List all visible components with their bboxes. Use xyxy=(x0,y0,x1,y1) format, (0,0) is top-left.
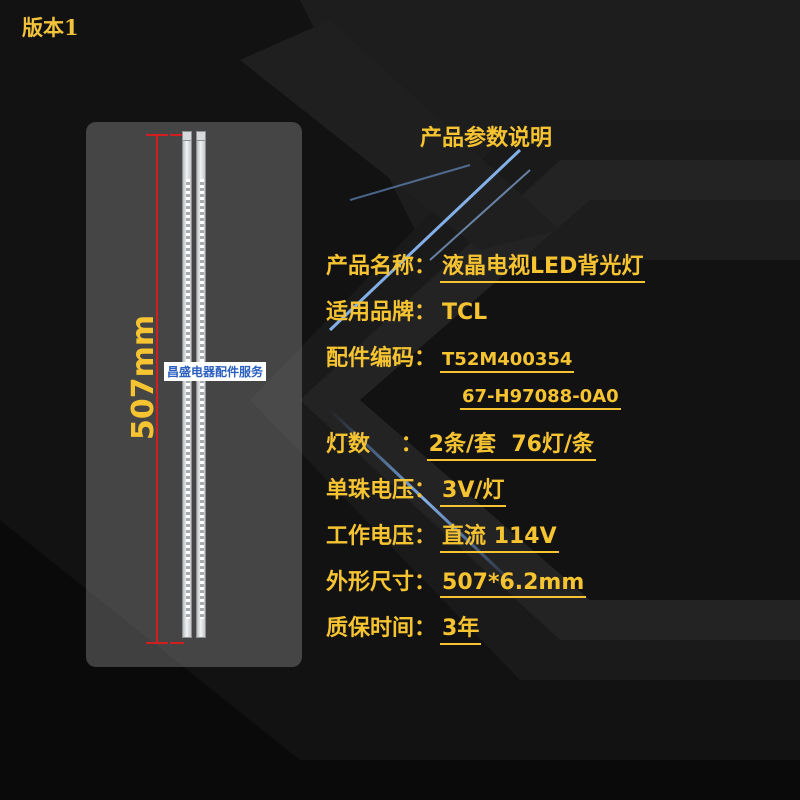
spec-label: 适用品牌 xyxy=(326,300,415,325)
dimension-cap-top-right xyxy=(170,134,184,136)
spec-value: 直流 114V xyxy=(440,518,559,553)
spec-title: 产品参数说明 xyxy=(420,126,553,151)
spec-row-warranty: 质保时间：3年 xyxy=(326,610,482,646)
led-beads xyxy=(200,179,204,619)
spec-value: TCL xyxy=(442,300,488,325)
spec-colon: ： xyxy=(414,524,437,549)
spec-label: 产品名称 xyxy=(326,254,415,279)
spec-colon: ： xyxy=(414,254,437,279)
dimension-cap-bottom-right xyxy=(170,642,184,644)
spec-colon: ： xyxy=(414,300,437,325)
version-label: 版本1 xyxy=(22,15,79,40)
spec-row-bead-voltage: 单珠电压：3V/灯 xyxy=(326,472,507,508)
led-strip-connector xyxy=(196,131,206,141)
spec-row-led-count: 灯数 ：2条/套 76灯/条 xyxy=(326,426,596,462)
length-label: 507mm xyxy=(126,314,161,440)
spec-value: 2条/套 76灯/条 xyxy=(426,426,596,461)
spec-label: 配件编码 xyxy=(326,346,415,371)
spec-label: 工作电压 xyxy=(326,524,415,549)
spec-row-working-voltage: 工作电压：直流 114V xyxy=(326,518,559,554)
spec-row-product-name: 产品名称：液晶电视LED背光灯 xyxy=(326,248,646,284)
spec-colon: ： xyxy=(414,616,437,641)
led-strip-connector xyxy=(182,131,192,141)
spec-value: T52M400354 xyxy=(440,349,575,373)
dimension-cap-bottom xyxy=(146,642,168,644)
dimension-line xyxy=(156,134,158,644)
spec-label: 单珠电压 xyxy=(326,478,415,503)
spec-colon: ： xyxy=(414,346,437,371)
led-strip-2 xyxy=(196,131,206,638)
spec-value: 3V/灯 xyxy=(440,472,507,507)
spec-colon: ： xyxy=(414,478,437,503)
spec-label: 灯数 xyxy=(326,432,371,457)
spec-colon: ： xyxy=(370,432,423,457)
spec-row-dimensions: 外形尺寸：507*6.2mm xyxy=(326,564,587,600)
dimension-cap-top xyxy=(146,134,168,136)
spec-label: 外形尺寸 xyxy=(326,570,415,595)
spec-value: 507*6.2mm xyxy=(440,570,587,598)
spec-row-part-code: 配件编码：T52M400354 xyxy=(326,340,575,376)
product-image-panel xyxy=(86,122,302,667)
spec-value: 液晶电视LED背光灯 xyxy=(440,248,646,283)
led-strip-1 xyxy=(182,131,192,638)
spec-value: 3年 xyxy=(440,610,482,645)
spec-part-code-2: 67-H97088-0A0 xyxy=(460,386,621,410)
spec-label: 质保时间 xyxy=(326,616,415,641)
spec-row-brand: 适用品牌：TCL xyxy=(326,294,489,330)
led-beads xyxy=(186,179,190,619)
spec-colon: ： xyxy=(414,570,437,595)
shop-watermark: 昌盛电器配件服务 xyxy=(164,362,267,381)
